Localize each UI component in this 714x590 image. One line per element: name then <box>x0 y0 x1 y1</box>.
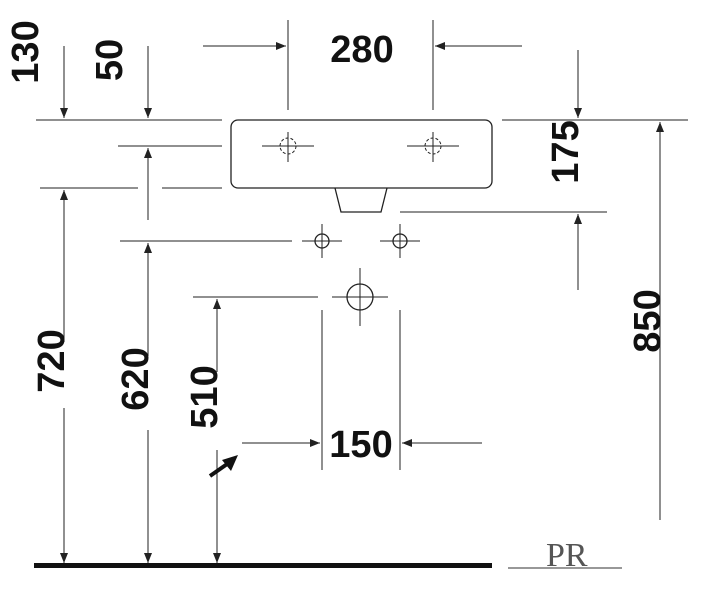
supply-connection-right <box>380 224 420 258</box>
dim-150: 150 <box>329 424 392 466</box>
washbasin <box>230 119 493 213</box>
tap-hole-right <box>407 132 459 162</box>
dim-175: 175 <box>545 120 587 183</box>
extension-lines <box>36 20 688 470</box>
dim-50: 50 <box>89 39 131 81</box>
indicator-arrow <box>208 455 238 478</box>
brand-logo: PR <box>508 537 622 574</box>
dim-130: 130 <box>5 20 47 83</box>
dim-850: 850 <box>627 289 669 352</box>
waste-connection <box>332 268 388 326</box>
dim-720: 720 <box>31 329 73 392</box>
floor-line <box>34 563 492 568</box>
basin-outline <box>230 119 493 189</box>
dim-510: 510 <box>184 365 226 428</box>
waste-outlet <box>334 187 388 213</box>
dim-280: 280 <box>330 29 393 71</box>
supply-connection-left <box>302 224 342 258</box>
tap-hole-left <box>262 132 314 162</box>
dim-620: 620 <box>115 347 157 410</box>
